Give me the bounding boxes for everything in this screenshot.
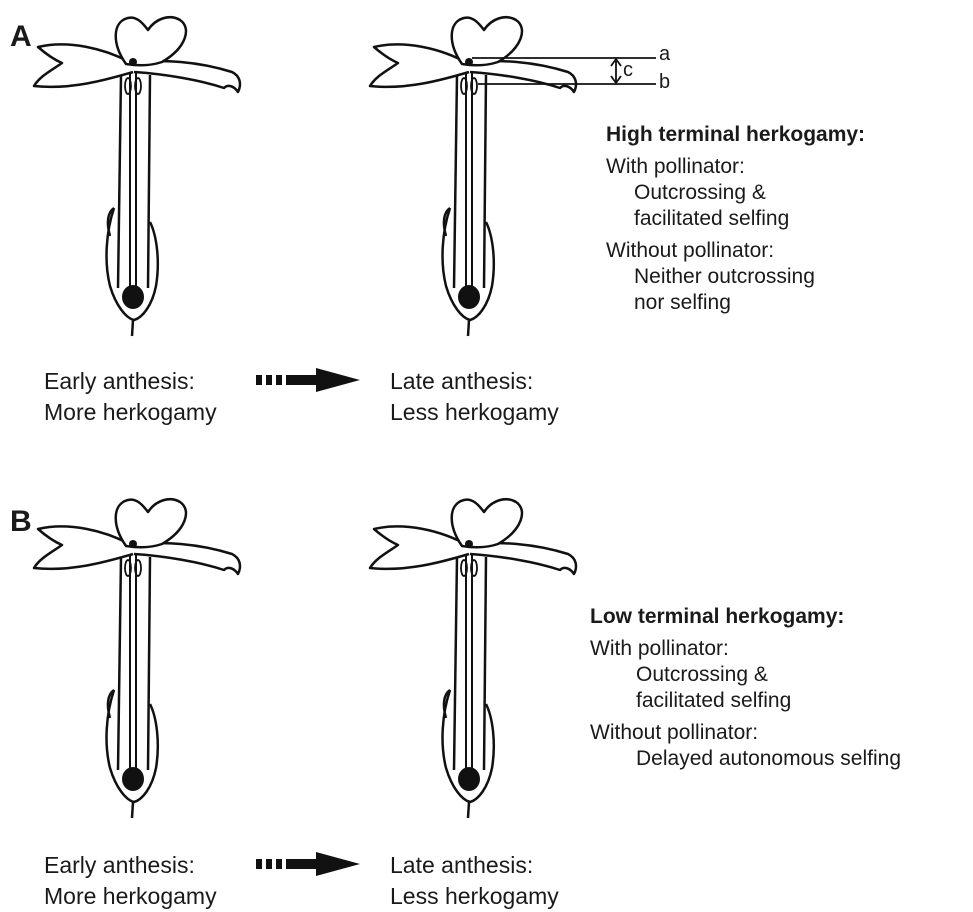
marker-c: c xyxy=(623,60,633,80)
legend-b-without-label: Without pollinator: xyxy=(590,720,901,746)
legend-a-with-outcome-1: Outcrossing & xyxy=(606,180,865,206)
caption-a-late: Late anthesis: Less herkogamy xyxy=(390,366,559,428)
arrow-b xyxy=(256,852,360,876)
panel-label-b: B xyxy=(10,507,32,537)
caption-a-late-line2: Less herkogamy xyxy=(390,397,559,428)
legend-a-without-label: Without pollinator: xyxy=(606,238,865,264)
legend-a: High terminal herkogamy: With pollinator… xyxy=(606,122,865,316)
caption-a-early-line1: Early anthesis: xyxy=(44,366,217,397)
legend-a-heading: High terminal herkogamy: xyxy=(606,122,865,148)
legend-b: Low terminal herkogamy: With pollinator:… xyxy=(590,604,901,772)
legend-b-heading: Low terminal herkogamy: xyxy=(590,604,901,630)
legend-b-with-outcome-2: facilitated selfing xyxy=(590,688,901,714)
stigma-a-early xyxy=(129,58,137,66)
legend-b-with-outcome-1: Outcrossing & xyxy=(590,662,901,688)
legend-a-without-outcome-1: Neither outcrossing xyxy=(606,264,865,290)
panel-label-a: A xyxy=(10,22,32,52)
caption-a-late-line1: Late anthesis: xyxy=(390,366,559,397)
caption-b-early-line1: Early anthesis: xyxy=(44,850,217,881)
marker-a: a xyxy=(659,44,670,64)
caption-a-early-line2: More herkogamy xyxy=(44,397,217,428)
stigma-a-late xyxy=(465,58,473,66)
flower-a-early xyxy=(34,17,240,336)
legend-a-without-outcome-2: nor selfing xyxy=(606,290,865,316)
caption-a-early: Early anthesis: More herkogamy xyxy=(44,366,217,428)
flower-b-early xyxy=(34,499,240,818)
caption-b-early-line2: More herkogamy xyxy=(44,881,217,912)
arrow-a xyxy=(256,368,360,392)
stigma-b-early xyxy=(129,540,137,548)
legend-b-without-outcome-1: Delayed autonomous selfing xyxy=(590,746,901,772)
stigma-b-late xyxy=(465,540,473,548)
flower-b-late xyxy=(370,499,576,818)
legend-b-with-label: With pollinator: xyxy=(590,636,901,662)
caption-b-early: Early anthesis: More herkogamy xyxy=(44,850,217,912)
flower-a-late xyxy=(370,17,576,336)
legend-a-with-label: With pollinator: xyxy=(606,154,865,180)
legend-a-with-outcome-2: facilitated selfing xyxy=(606,206,865,232)
marker-b: b xyxy=(659,72,670,92)
caption-b-late-line1: Late anthesis: xyxy=(390,850,559,881)
caption-b-late-line2: Less herkogamy xyxy=(390,881,559,912)
caption-b-late: Late anthesis: Less herkogamy xyxy=(390,850,559,912)
